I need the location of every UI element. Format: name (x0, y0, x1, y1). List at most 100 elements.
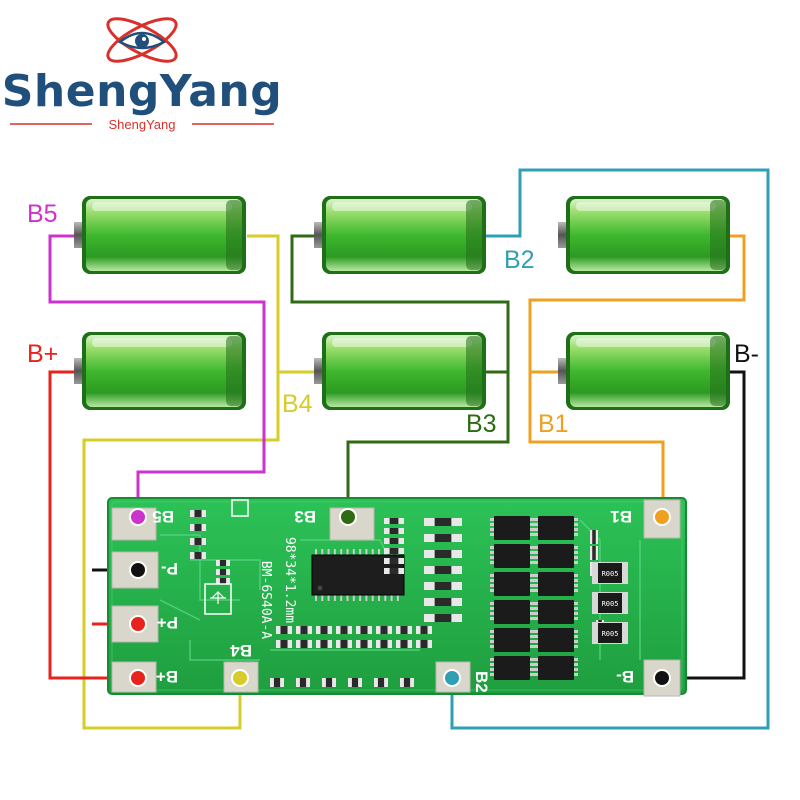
battery-body (326, 199, 482, 271)
pad-p-minus (111, 551, 159, 589)
mosfet (490, 600, 534, 624)
smd-part (296, 678, 310, 687)
battery-pack (74, 196, 730, 410)
label-b1: B1 (538, 410, 569, 438)
mosfet (534, 572, 578, 596)
smd-part (296, 626, 312, 634)
smd-part (374, 678, 388, 687)
pcb-edge-highlight (111, 501, 683, 691)
battery-terminal-icon (558, 358, 568, 384)
board-size-text: 98*34*1.2mm (282, 537, 297, 623)
pad-label-b2: B2 (472, 671, 491, 693)
shunt-code: R005 (602, 570, 619, 578)
pad-label-p-plus: P+ (157, 613, 178, 632)
smd-part (416, 640, 432, 648)
eye-logo-icon (106, 17, 178, 63)
battery-end-shade (710, 336, 726, 406)
smd-part (396, 626, 412, 634)
smd-part (216, 578, 230, 584)
smd-part (424, 582, 462, 590)
wire-b4 (82, 234, 316, 730)
battery-body (570, 199, 726, 271)
smd-part (316, 640, 332, 648)
pad-label-b4: B4 (230, 641, 252, 660)
connection-dot (129, 508, 147, 526)
battery-cell-bottom-middle (314, 332, 486, 410)
smd-part (384, 558, 404, 564)
smd-part (376, 626, 392, 634)
smd-part (270, 678, 284, 687)
battery-shine (92, 202, 232, 211)
bms-ic-chip (311, 549, 405, 601)
smd-components (190, 510, 604, 687)
battery-cell-top-middle (314, 196, 486, 274)
label-b5: B5 (27, 200, 58, 228)
brand-subtitle: ShengYang (109, 117, 176, 132)
smd-part (590, 546, 598, 560)
label-b-minus: B- (734, 340, 759, 368)
pad-label-b-minus: B- (616, 667, 634, 686)
mosfet (490, 516, 534, 540)
connection-dot (129, 615, 147, 633)
connection-dots (129, 508, 671, 687)
connection-dot (129, 669, 147, 687)
smd-part (384, 528, 404, 534)
label-b-plus: B+ (27, 340, 58, 368)
battery-shine (92, 338, 232, 347)
smd-part (190, 552, 206, 559)
board-model-text: BM-6S40A-A (258, 561, 273, 639)
battery-terminal-icon (74, 222, 84, 248)
smd-part (216, 560, 230, 566)
brand-logo: ShengYang ShengYang (2, 17, 282, 132)
smd-part (384, 518, 404, 524)
battery-shine (332, 338, 472, 347)
mosfet (534, 628, 578, 652)
ic-pin1-dot (317, 585, 323, 591)
smd-part (424, 614, 462, 622)
battery-body (86, 199, 242, 271)
wire-b3 (290, 234, 510, 512)
smd-part (590, 530, 598, 544)
battery-end-shade (466, 336, 482, 406)
smd-part (190, 524, 206, 531)
mosfet (490, 544, 534, 568)
label-b4: B4 (282, 390, 313, 418)
shunt-resistor: R005 (592, 622, 628, 644)
shunt-resistor: R005 (592, 562, 628, 584)
shunt-code: R005 (602, 630, 619, 638)
battery-terminal-icon (314, 358, 324, 384)
smd-part (376, 640, 392, 648)
connection-dot (339, 508, 357, 526)
battery-terminal-icon (558, 222, 568, 248)
smd-part (396, 640, 412, 648)
smd-part (216, 569, 230, 575)
smd-part (384, 548, 404, 554)
connection-dot (653, 669, 671, 687)
smd-part (336, 626, 352, 634)
wires (48, 168, 770, 730)
shunt-resistor: R005 (592, 592, 628, 614)
silkscreen-box (231, 499, 249, 517)
smd-part (348, 678, 362, 687)
smd-part (416, 626, 432, 634)
smd-part (400, 678, 414, 687)
mosfet (534, 600, 578, 624)
pad-label-b1: B1 (610, 507, 632, 526)
pad-label-p-minus: P- (161, 559, 178, 578)
smd-part (276, 640, 292, 648)
smd-part (316, 626, 332, 634)
battery-cell-top-right (558, 196, 730, 274)
diode-symbol (204, 583, 232, 615)
smd-part (356, 626, 372, 634)
battery-body (86, 335, 242, 407)
mosfet (490, 572, 534, 596)
mosfet (490, 656, 534, 680)
mosfet (534, 544, 578, 568)
battery-body (326, 335, 482, 407)
pad-label-b3: B3 (294, 507, 316, 526)
wire-b-plus (48, 370, 138, 680)
mosfet-array (490, 516, 578, 680)
connection-dot (653, 508, 671, 526)
